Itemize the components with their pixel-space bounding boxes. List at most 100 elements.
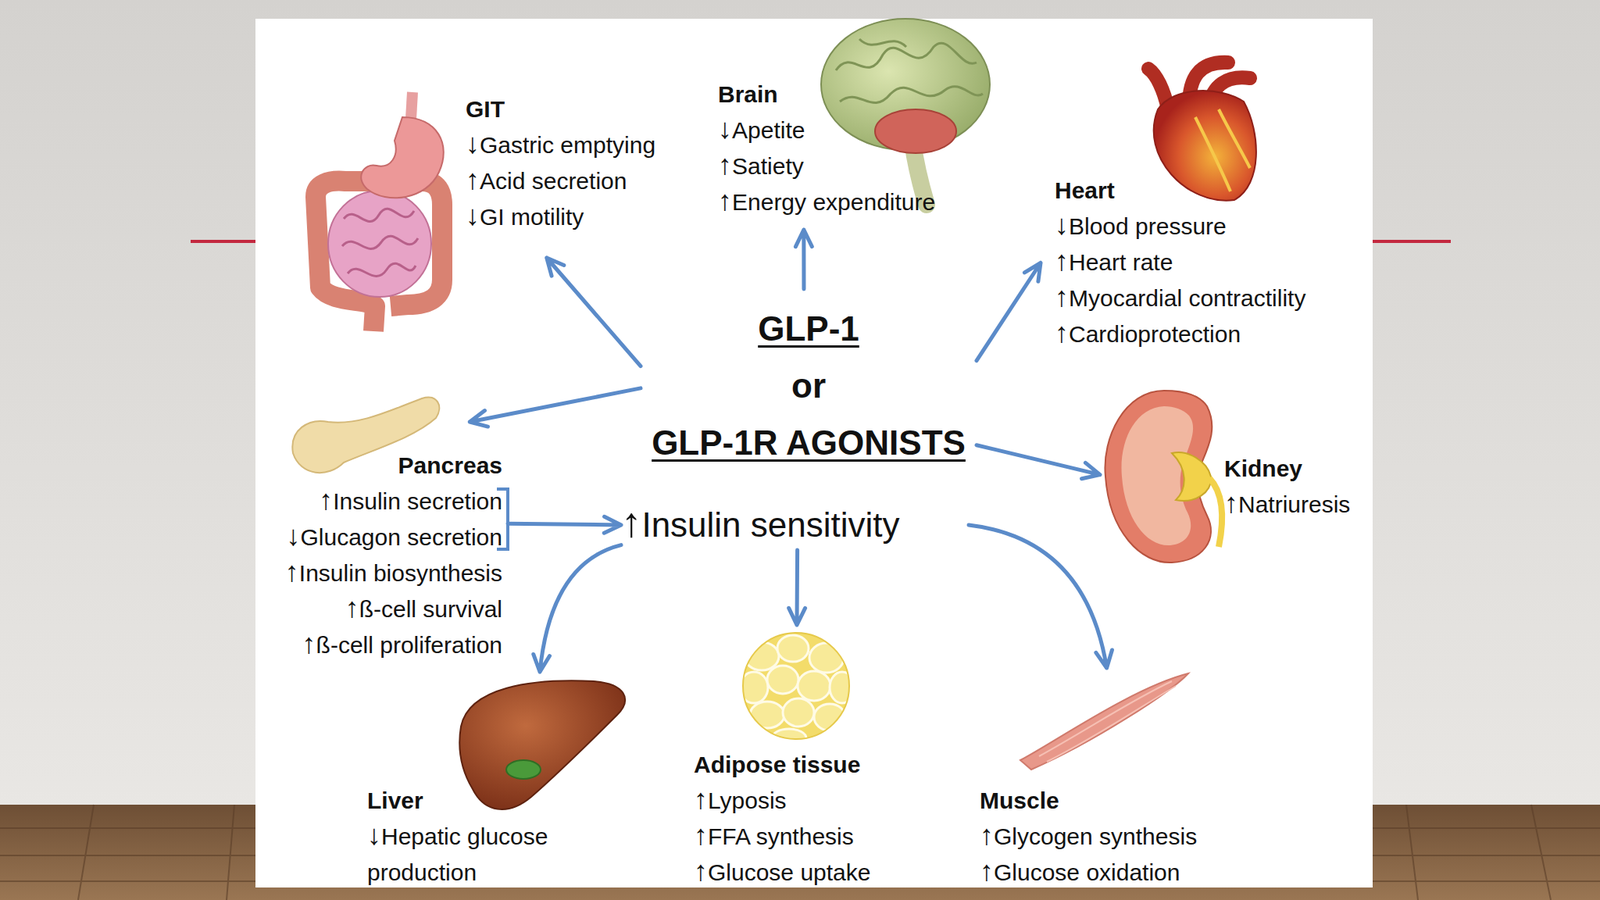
ureter <box>1209 478 1222 547</box>
direction-arrow: ↑ <box>1054 316 1069 349</box>
organ-effects-box: Heart↓Blood pressure↑Heart rate↑Myocardi… <box>1040 46 1373 356</box>
direction-arrow: ↑ <box>621 499 642 546</box>
effect-arrow <box>507 516 622 533</box>
effect-arrow <box>533 545 622 672</box>
effect-line: ↓Apetite <box>717 112 985 149</box>
effect-line: ↑Energy expenditure <box>717 184 985 221</box>
effect-line: ↑FFA synthesis <box>693 818 907 855</box>
effect-line: ↑Insulin biosynthesis <box>253 555 503 592</box>
effect-box: ↑Insulin sensitivity <box>621 500 969 550</box>
organ-heading: Heart <box>1054 172 1373 209</box>
direction-arrow: ↓ <box>465 127 480 160</box>
effect-line: ↓Gastric emptying <box>465 127 704 164</box>
effect-arrow <box>789 550 806 625</box>
organ-effects-box: Kidney↑Natriuresis <box>1100 382 1375 571</box>
effect-line: ↑ß-cell proliferation <box>253 627 503 664</box>
effect-arrow <box>976 445 1100 479</box>
organ-heading: GIT <box>465 91 704 128</box>
direction-arrow: ↓ <box>1054 208 1069 241</box>
direction-arrow: ↑ <box>979 818 994 851</box>
organ-heading: Brain <box>717 76 985 113</box>
effect-arrow <box>469 388 641 427</box>
organ-effects-box: Pancreas↑Insulin secretion↓Glucagon secr… <box>253 421 508 665</box>
effect-line: ↑Heart rate <box>1054 244 1373 281</box>
effect-line: ↑Satiety <box>717 148 985 185</box>
renal-pelvis <box>1171 452 1211 501</box>
accent-line <box>190 239 256 243</box>
effect-line: ↑Cardioprotection <box>1054 316 1373 353</box>
gallbladder <box>506 760 541 779</box>
organ-heading: Muscle <box>979 782 1231 819</box>
stomach <box>360 117 444 198</box>
effect-line: ↑Myocardial contractility <box>1054 280 1373 317</box>
direction-arrow: ↑ <box>1054 244 1069 277</box>
accent-line <box>1372 239 1451 243</box>
coronary-vessels <box>1195 109 1250 192</box>
direction-arrow: ↑ <box>717 184 733 217</box>
organ-heading: Pancreas <box>253 447 503 484</box>
liver <box>459 680 625 810</box>
agent-name: GLP-1R AGONISTS <box>640 414 977 472</box>
muscle-illustration <box>1020 673 1189 770</box>
connector-word: or <box>640 357 977 415</box>
effect-line: ↓Glucagon secretion <box>253 519 503 556</box>
direction-arrow: ↑ <box>285 555 300 588</box>
direction-arrow: ↑ <box>318 483 333 516</box>
heart-illustration <box>1148 62 1257 201</box>
intestine-coils <box>342 208 418 276</box>
organ-effects-box: Adipose tissue↑Lyposis↑FFA synthesis↑Glu… <box>687 625 907 891</box>
brain-gyri <box>835 39 983 104</box>
cerebellum <box>875 109 957 154</box>
adipose-illustration <box>739 632 855 748</box>
agent-name: GLP-1 <box>640 300 977 358</box>
direction-arrow: ↓ <box>465 199 480 232</box>
organ-heading: Adipose tissue <box>693 746 907 783</box>
direction-arrow: ↑ <box>1054 280 1069 313</box>
organ-heading: Kidney <box>1224 450 1375 487</box>
esophagus <box>410 92 413 119</box>
direction-arrow: ↑ <box>717 148 733 181</box>
kidney-cortex <box>1121 406 1193 546</box>
effect-line: ↑Glucose oxidation <box>979 854 1231 891</box>
effect-label: ↑Insulin sensitivity <box>621 501 969 549</box>
muscle-fiber <box>1020 673 1189 770</box>
effect-arrow <box>795 229 812 290</box>
effect-line: ↑Lyposis <box>693 782 907 819</box>
effect-line: ↓Hepatic glucose production <box>367 818 579 891</box>
direction-arrow: ↑ <box>693 818 708 851</box>
effect-line: ↑Glycogen synthesis <box>979 818 1231 855</box>
direction-arrow: ↑ <box>1224 486 1239 519</box>
effect-line: ↑Acid secretion <box>465 163 704 200</box>
direction-arrow: ↑ <box>979 854 994 887</box>
effect-line: ↑Glucose uptake <box>693 854 907 891</box>
central-agent-box: GLP-1orGLP-1R AGONISTS <box>640 289 977 473</box>
effect-line: ↑Insulin secretion <box>253 483 503 520</box>
direction-arrow: ↑ <box>693 854 708 887</box>
organ-effects-box: GIT↓Gastric emptying↑Acid secretion↓GI m… <box>462 85 704 258</box>
intestine-illustration <box>315 92 444 332</box>
kidney-illustration <box>1104 390 1222 563</box>
effect-line: ↓Blood pressure <box>1054 208 1373 245</box>
muscle-striation <box>1039 681 1176 762</box>
effect-line: ↓GI motility <box>465 199 704 236</box>
adipose-rim <box>742 632 850 740</box>
effect-arrow <box>976 263 1041 361</box>
organ-effects-box: Muscle↑Glycogen synthesis↑Glucose oxidat… <box>972 667 1231 891</box>
organ-heading: Liver <box>367 782 633 819</box>
direction-arrow: ↓ <box>717 112 733 145</box>
direction-arrow: ↑ <box>693 782 708 815</box>
organ-effects-box: Liver↓Hepatic glucose production <box>359 671 633 891</box>
liver-illustration <box>459 680 625 810</box>
heart-body <box>1153 90 1257 201</box>
direction-arrow: ↑ <box>465 163 480 196</box>
effect-arrow <box>968 525 1112 668</box>
direction-arrow: ↑ <box>302 627 317 660</box>
effect-line: ↑ß-cell survival <box>253 591 503 628</box>
direction-arrow: ↓ <box>367 818 382 851</box>
organ-effects-box: Brain↓Apetite↑Satiety↑Energy expenditure <box>714 18 985 230</box>
direction-arrow: ↑ <box>345 591 360 624</box>
brain-illustration <box>821 18 990 205</box>
